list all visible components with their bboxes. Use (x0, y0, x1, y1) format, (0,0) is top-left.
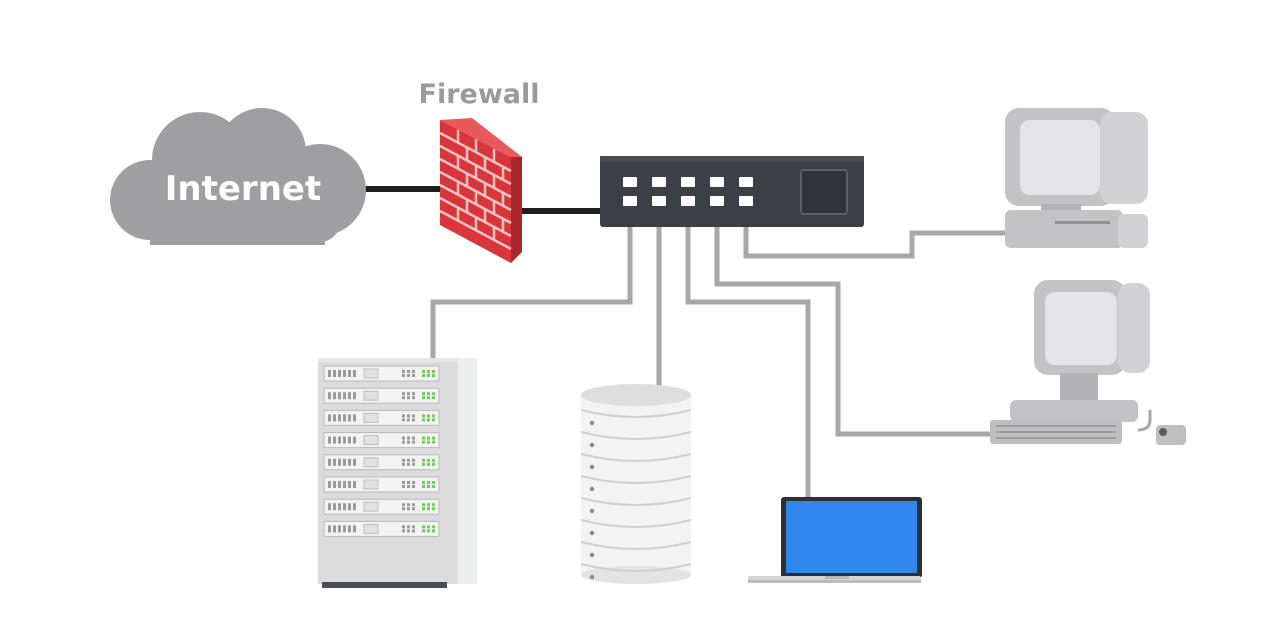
network-switch-icon (600, 156, 864, 227)
firewall-label: Firewall (419, 79, 540, 110)
cable-switch-server (430, 205, 633, 358)
firewall-icon (439, 118, 522, 263)
rack-unit (323, 454, 440, 471)
internet-label: Internet (165, 169, 321, 209)
cable-switch-desktop-2 (714, 205, 1000, 437)
database-icon (580, 384, 692, 584)
rack-unit (323, 365, 440, 382)
rack-unit (323, 432, 440, 449)
desktop-computer-icon (1005, 108, 1148, 248)
server-rack-icon (318, 358, 477, 588)
rack-unit (323, 387, 440, 404)
laptop-icon (748, 497, 922, 583)
rack-unit (323, 476, 440, 493)
cloud-icon: Internet (110, 108, 366, 245)
rack-unit (323, 498, 440, 515)
cable-switch-desktop-1 (743, 205, 1010, 259)
rack-unit (323, 409, 440, 426)
cables (365, 186, 1010, 500)
cable-switch-laptop (685, 205, 811, 500)
desktop-computer-icon (990, 280, 1186, 445)
rack-unit (323, 520, 440, 537)
